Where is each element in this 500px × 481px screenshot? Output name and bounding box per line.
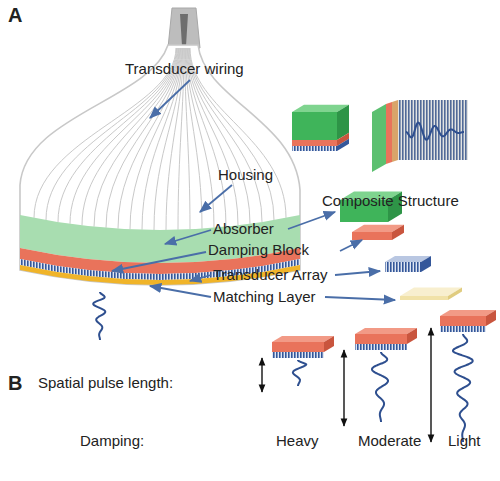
composite-damping (292, 140, 337, 146)
part-name: Damping Block (208, 241, 309, 258)
slab-damping (386, 102, 392, 164)
part-name: Matching Layer (213, 288, 316, 305)
composite-array (292, 146, 337, 151)
part-name: Absorber (213, 220, 274, 237)
leader-arrow (340, 240, 362, 251)
artwork-group (20, 8, 496, 442)
leader-arrow (150, 80, 190, 118)
damped-array (440, 326, 486, 332)
leader-arrow (165, 230, 211, 244)
leader-arrow (150, 286, 211, 297)
cable-connector (168, 8, 200, 48)
damped-element-side (324, 336, 334, 352)
slab-absorber (372, 104, 386, 172)
composite-absorber-front (292, 112, 337, 140)
slab-matching (392, 100, 398, 162)
pulse-wave (453, 334, 473, 442)
damped-array (272, 352, 324, 358)
axis-note: Spatial pulse length: (38, 374, 173, 391)
leader-arrow (335, 271, 380, 275)
emitted-pulse-wave (93, 292, 105, 340)
leader-arrow (190, 275, 211, 281)
pulse-length-arrow (343, 350, 344, 426)
slab-wave (406, 123, 464, 140)
pulse-wave (372, 352, 388, 422)
pulse-wave (293, 360, 306, 386)
panel-letter: A (8, 4, 22, 27)
damped-element-front (272, 342, 324, 352)
array-part-side (421, 256, 431, 272)
part-name: Transducer wiring (125, 60, 244, 77)
damping-level: Moderate (358, 432, 421, 449)
slab-array (398, 100, 468, 160)
matching-part-side (448, 288, 462, 300)
axis-note: Damping: (80, 432, 144, 449)
part-name: Composite Structure (322, 192, 459, 209)
damped-element-side (407, 328, 417, 344)
damped-array (355, 344, 407, 350)
damped-element-front (355, 334, 407, 344)
damping-level: Light (448, 432, 481, 449)
damping-level: Heavy (276, 432, 319, 449)
damping-part-side (392, 225, 404, 240)
matching-part-front (400, 296, 448, 300)
composite-array-side (337, 139, 349, 151)
damped-element-front (440, 316, 486, 326)
connector-core (180, 14, 188, 46)
leader-arrow (325, 297, 395, 300)
leader-arrow (200, 185, 232, 212)
damped-element-top (272, 336, 334, 342)
slab-array-back (398, 100, 468, 160)
panel-letter: B (8, 372, 22, 395)
pulse-length-arrow (261, 358, 262, 392)
part-name: Housing (218, 166, 273, 183)
part-name: Transducer Array (213, 266, 328, 283)
damping-part-front (352, 232, 392, 240)
leader-arrow (112, 252, 206, 271)
damped-element-side (486, 310, 496, 326)
array-part-front (385, 262, 421, 272)
damped-element-top (355, 328, 417, 334)
leader-arrow (288, 212, 335, 229)
pulse-length-arrow (430, 328, 431, 442)
